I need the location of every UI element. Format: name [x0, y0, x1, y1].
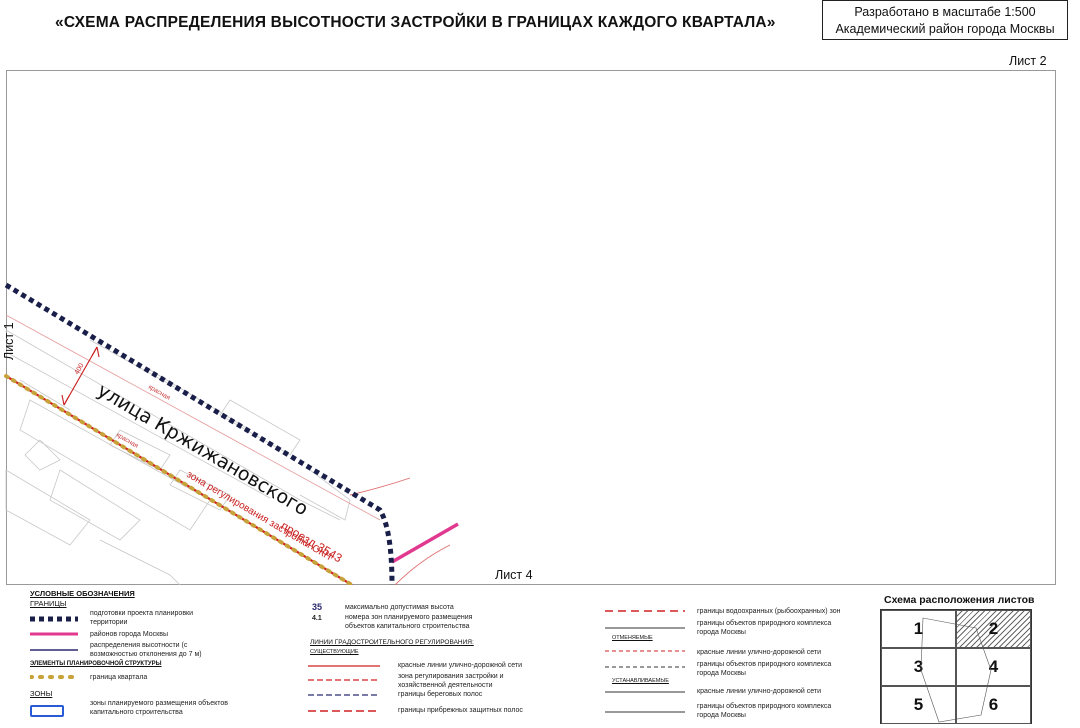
legend-lines-head: ЛИНИИ ГРАДОСТРОИТЕЛЬНОГО РЕГУЛИРОВАНИЯ: [310, 639, 474, 646]
territory-outline [920, 617, 992, 723]
legend-title: УСЛОВНЫЕ ОБОЗНАЧЕНИЯ [30, 589, 135, 598]
sheet-left-label: Лист 1 [2, 322, 16, 360]
sheet-cell-2[interactable]: 2 [956, 610, 1031, 648]
sheet-bottom-label: Лист 4 [495, 568, 533, 582]
sheet-schema: 1 2 3 4 5 6 [880, 609, 1032, 724]
legend-b3: распределения высотности (с возможностью… [90, 642, 202, 658]
legend-set-head: УСТАНАВЛИВАЕМЫЕ [612, 678, 669, 684]
red-line-upper [5, 314, 381, 521]
legend-r2: границы объектов природного комплекса го… [697, 620, 832, 636]
legend-boundaries-head: ГРАНИЦЫ [30, 599, 67, 608]
legend-z1: зоны планируемого размещения объектов ка… [90, 700, 229, 716]
red-curve-lower [394, 544, 451, 585]
scale-line: Разработано в масштабе 1:500 [854, 5, 1036, 19]
legend-num-zone-text: номера зон планируемого размещения объек… [345, 614, 473, 630]
legend-l2: зона регулирования застройки и хозяйстве… [398, 673, 504, 689]
legend-zone-symbol [30, 705, 64, 717]
building-outlines [5, 329, 351, 585]
sheet-schema-title: Схема расположения листов [884, 594, 1035, 606]
sheet-cell-6[interactable]: 6 [956, 686, 1031, 724]
map-canvas: 400 улица Кржижановского красная красная… [4, 282, 459, 585]
height-mark-line [63, 346, 98, 406]
legend-existing-head: СУЩЕСТВУЮЩИЕ [310, 649, 359, 655]
legend-boundary-symbols [30, 616, 80, 679]
district-boundary [391, 522, 459, 564]
height-mark-label: 400 [74, 362, 86, 376]
passage-label: проезд 3543 [278, 519, 344, 566]
legend-num-height: 35 [312, 602, 323, 612]
sheet-current-label: Лист 2 [1009, 54, 1047, 68]
red-curve [349, 477, 411, 496]
legend-r5: красные линии улично-дорожной сети [697, 688, 822, 695]
legend-l4: границы прибрежных защитных полос [398, 707, 523, 714]
district-line: Академический район города Москвы [835, 22, 1055, 36]
legend-r3: красные линии улично-дорожной сети [697, 649, 822, 656]
legend-e1: граница квартала [90, 674, 148, 681]
legend-b1: подготовки проекта планировки территории [90, 610, 194, 626]
red-label-2: красная [115, 432, 140, 450]
sheet-cell-5[interactable]: 5 [881, 686, 956, 724]
legend-cancel-head: ОТМЕНЯЕМЫЕ [612, 635, 653, 641]
map-frame [6, 70, 1056, 585]
sheet-cell-1[interactable]: 1 [881, 610, 956, 648]
legend-right-symbols [605, 610, 685, 713]
legend-existing-symbols [308, 665, 380, 712]
legend-l3: границы береговых полос [398, 691, 483, 698]
height-mark-arrows [61, 346, 100, 406]
project-boundary [4, 282, 395, 585]
legend-r1: границы водоохранных (рыбоохранных) зон [697, 608, 841, 615]
scale-info-box: Разработано в масштабе 1:500 Академическ… [822, 0, 1068, 40]
sheet-cell-3[interactable]: 3 [881, 648, 956, 686]
page-title: «СХЕМА РАСПРЕДЕЛЕНИЯ ВЫСОТНОСТИ ЗАСТРОЙК… [55, 14, 776, 31]
sheet-cell-4[interactable]: 4 [956, 648, 1031, 686]
legend-r4: границы объектов природного комплекса го… [697, 661, 832, 677]
okn-dots [4, 374, 354, 585]
legend-r6: границы объектов природного комплекса го… [697, 703, 832, 719]
legend-elements-head: ЭЛЕМЕНТЫ ПЛАНИРОВОЧНОЙ СТРУКТУРЫ [30, 661, 162, 667]
legend-num-zone: 4.1 [312, 615, 322, 622]
legend-b2: районов города Москвы [90, 631, 168, 638]
legend-l1: красные линии улично-дорожной сети [398, 662, 523, 669]
legend-zones-head: ЗОНЫ [30, 689, 53, 698]
legend-num-height-text: максимально допустимая высота [345, 604, 454, 611]
